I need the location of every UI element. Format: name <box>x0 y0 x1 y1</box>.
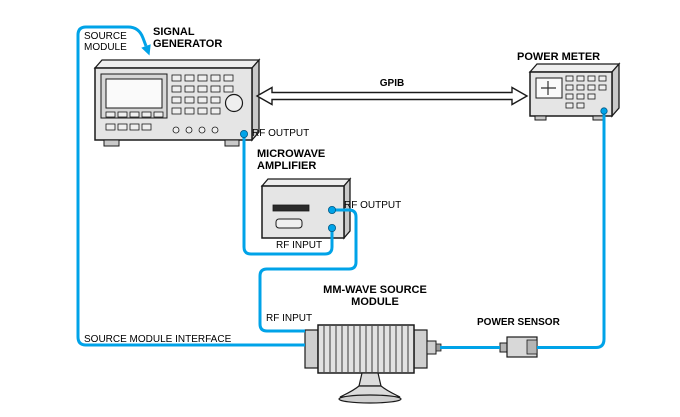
source-module-arrowhead <box>141 44 151 56</box>
source-module-label: SOURCE MODULE <box>84 31 127 53</box>
source-module-interface-label: SOURCE MODULE INTERFACE <box>84 334 232 345</box>
power-meter-label: POWER METER <box>517 51 601 63</box>
amplifier-badge <box>275 218 303 229</box>
amp-rf-output-label: RF OUTPUT <box>344 200 402 211</box>
power-sensor-label: POWER SENSOR <box>477 317 560 328</box>
sig-gen-screen <box>105 78 163 109</box>
connector-dots <box>239 107 608 232</box>
cable-siggen-to-amp <box>242 136 334 256</box>
amp-rf-output-connector <box>327 205 336 214</box>
mmwave-stand-base <box>338 394 402 404</box>
signal-generator-drawing <box>93 58 261 147</box>
mmwave-output-stub <box>426 340 437 355</box>
mmwave-stand-neck <box>358 372 382 387</box>
power-sensor-drawing <box>499 336 538 358</box>
gpib-arrow <box>255 86 529 106</box>
mmwave-fins <box>323 326 409 372</box>
mmwave-module-label: MM-WAVE SOURCE MODULE <box>323 284 427 308</box>
sig-gen-rf-output-label: RF OUTPUT <box>252 128 310 139</box>
power-meter-buttons <box>565 75 607 109</box>
signal-generator-label: SIGNAL GENERATOR <box>153 26 223 50</box>
amp-rf-input-connector <box>327 223 336 232</box>
power-meter-input-connector <box>600 107 608 115</box>
power-meter-screen-glyph <box>541 81 556 95</box>
microwave-amplifier-label: MICROWAVE AMPLIFIER <box>257 148 326 172</box>
sig-gen-rf-output-connector <box>239 129 248 138</box>
mmwave-module-drawing <box>304 324 442 404</box>
cable-sensor-to-meter <box>537 113 606 349</box>
sig-gen-round-buttons <box>172 126 219 134</box>
cable-amp-to-module <box>258 208 358 333</box>
amplifier-slot <box>272 204 310 212</box>
amp-rf-input-label: RF INPUT <box>276 240 323 251</box>
cables <box>76 25 606 349</box>
cable-source-module-interface <box>76 25 305 347</box>
gpib-label: GPIB <box>379 78 405 89</box>
sig-gen-softkeys <box>105 111 164 131</box>
mmwave-stand-foot <box>339 385 401 398</box>
power-meter-drawing <box>528 62 621 121</box>
sig-gen-button-grid <box>171 74 234 115</box>
sig-gen-knob <box>224 93 244 113</box>
mmwave-rf-input-label: RF INPUT <box>266 313 313 324</box>
